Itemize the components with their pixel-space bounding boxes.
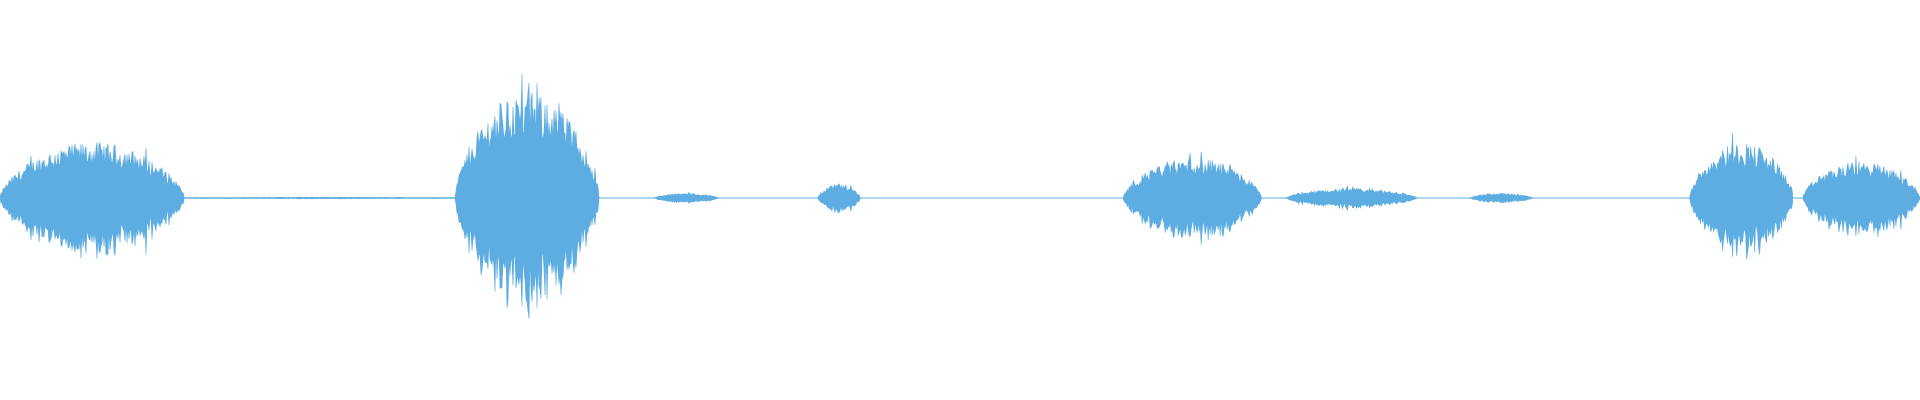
waveform-segment-6 (1122, 151, 1262, 245)
waveform-segment-3 (454, 74, 600, 319)
waveform-segment-8 (1470, 192, 1532, 204)
waveform-segment-9 (1689, 132, 1793, 260)
waveform-segment-2 (184, 196, 455, 200)
waveform-segment-7 (1286, 185, 1417, 212)
waveform-segment-5 (817, 183, 861, 214)
waveform-segment-1 (0, 142, 185, 259)
waveform-segments (0, 74, 1920, 319)
waveform-segment-4 (654, 192, 718, 204)
